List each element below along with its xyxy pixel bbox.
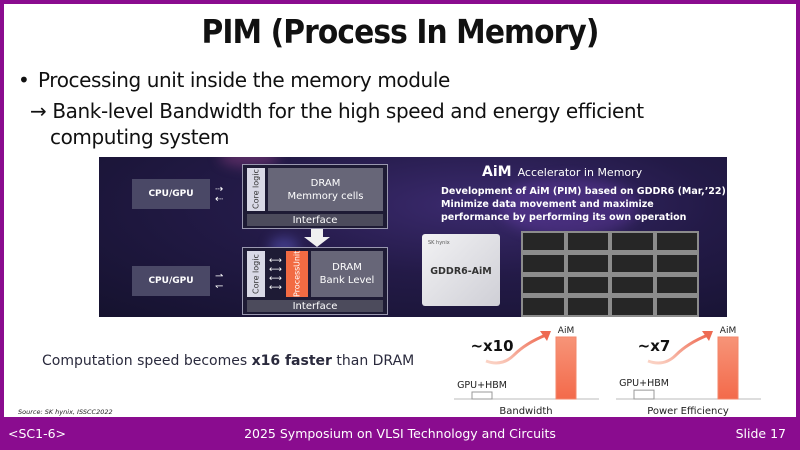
x-axis-label: Bandwidth	[499, 406, 552, 417]
bar-label: GPU+HBM	[457, 380, 507, 391]
footer-bar: <SC1-6> 2025 Symposium on VLSI Technolog…	[0, 417, 800, 450]
bar-label: AiM	[558, 326, 574, 336]
decor-glow	[499, 177, 639, 237]
dram-cells-line2: Memmory cells	[287, 190, 364, 202]
bank-block	[656, 276, 697, 294]
bank-block	[523, 298, 564, 315]
aim-heading: AiM Accelerator in Memory	[482, 164, 642, 180]
source-citation: Source: SK hynix, ISSCC2022	[18, 408, 113, 416]
bullet-main: • Processing unit inside the memory modul…	[18, 68, 450, 92]
bank-block	[567, 298, 608, 315]
aim-desc-line2: Minimize data movement and maximize	[441, 199, 654, 210]
growth-arrow-icon	[647, 333, 709, 365]
bank-block	[612, 233, 653, 250]
core-logic-bottom: Core logic	[247, 251, 265, 297]
bank-block	[567, 276, 608, 294]
sk-hynix-logo: SK hynix	[428, 240, 450, 246]
bank-block	[567, 233, 608, 250]
process-unit-line2: Unit	[292, 250, 302, 267]
bar-label: GPU+HBM	[619, 378, 669, 389]
speed-text-before: Computation speed becomes	[42, 353, 252, 369]
bar-label: AiM	[720, 326, 736, 336]
bullet-sub-line1: Bank-level Bandwidth for the high speed …	[52, 99, 644, 123]
die-photo	[521, 231, 699, 317]
growth-arrowhead-icon	[702, 331, 713, 341]
cpu-gpu-box-top: CPU/GPU	[132, 179, 210, 209]
arrow-icon: →	[30, 99, 47, 123]
data-paths-icon: ⟷⟷⟷⟷	[269, 256, 282, 293]
bar-aim	[555, 336, 577, 400]
growth-arrowhead-icon	[540, 331, 551, 341]
process-unit-line1: Process	[292, 266, 302, 298]
cpu-gpu-box-bottom: CPU/GPU	[132, 266, 210, 296]
interface-bottom: Interface	[247, 300, 383, 312]
bank-block	[567, 254, 608, 272]
bank-block	[523, 254, 564, 272]
bank-block	[656, 254, 697, 272]
bar-aim	[717, 336, 739, 400]
x-axis-label: Power Efficiency	[647, 406, 729, 417]
process-unit: Process Unit	[286, 251, 308, 297]
interface-top: Interface	[247, 214, 383, 226]
multiplier-annotation: ~x10	[470, 337, 513, 355]
dram-bank-line1: DRAM	[332, 262, 362, 273]
dram-cells: DRAM Memmory cells	[268, 168, 383, 211]
down-arrow-icon	[304, 229, 330, 247]
decor-glow	[219, 157, 279, 167]
speed-statement: Computation speed becomes x16 faster tha…	[42, 353, 414, 369]
dram-bank-line2: Bank Level	[319, 275, 375, 286]
dram-bank-level: DRAM Bank Level	[311, 251, 383, 297]
bank-block	[656, 233, 697, 250]
speed-text-after: than DRAM	[331, 353, 415, 369]
aim-subtitle: Accelerator in Memory	[517, 166, 643, 179]
core-logic-top: Core logic	[247, 168, 265, 211]
aim-brand: AiM	[482, 164, 512, 180]
bullet-sub: → Bank-level Bandwidth for the high spee…	[30, 98, 750, 150]
speed-text-bold: x16 faster	[251, 353, 332, 369]
aim-desc-line3: performance by performing its own operat…	[441, 212, 687, 223]
bank-block	[612, 254, 653, 272]
footer-conference: 2025 Symposium on VLSI Technology and Ci…	[244, 426, 556, 441]
bank-block	[523, 233, 564, 250]
bank-block	[612, 276, 653, 294]
aim-description: Development of AiM (PIM) based on GDDR6 …	[441, 185, 726, 224]
growth-arrow-icon	[485, 333, 547, 365]
footer-session: <SC1-6>	[8, 426, 67, 441]
footer-slide-number: Slide 17	[735, 426, 786, 441]
gddr6-aim-package: SK hynix GDDR6-AiM	[422, 234, 500, 306]
bank-block	[612, 298, 653, 315]
bank-block	[523, 276, 564, 294]
multiplier-annotation: ~x7	[638, 337, 671, 355]
dashed-arrows-icon: ⇢⇠	[215, 184, 223, 205]
bar-gpuhbm	[471, 391, 493, 400]
aim-desc-line1: Development of AiM (PIM) based on GDDR6 …	[441, 186, 726, 197]
bullet-main-text: Processing unit inside the memory module	[38, 68, 450, 92]
bullet-dot: •	[18, 68, 30, 92]
bank-block	[656, 298, 697, 315]
bidirectional-arrows-icon: ⇀↽	[215, 271, 224, 292]
page-title: PIM (Process In Memory)	[201, 12, 599, 51]
dram-cells-line1: DRAM	[310, 177, 341, 189]
bullet-sub-line2: computing system	[50, 125, 230, 149]
package-label: GDDR6-AiM	[430, 266, 492, 277]
bar-gpuhbm	[633, 389, 655, 400]
